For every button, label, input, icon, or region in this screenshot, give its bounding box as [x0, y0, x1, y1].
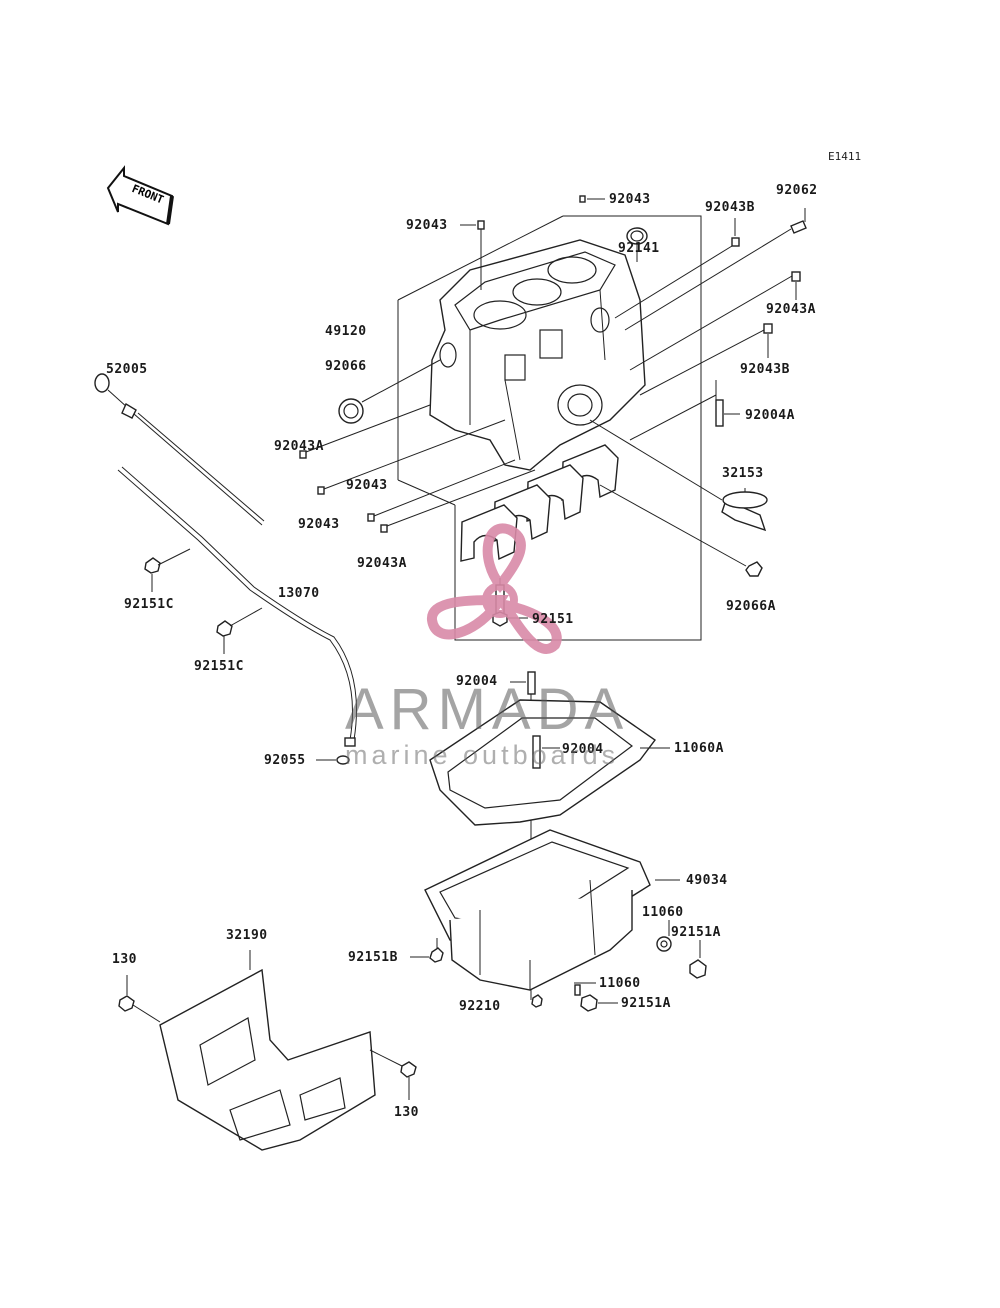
part-label: 92151C — [194, 659, 244, 674]
diagram-code: E1411 — [828, 150, 862, 163]
dipstick-52005 — [94, 373, 265, 526]
cylinder-block — [429, 239, 646, 471]
part-label: 92043B — [705, 200, 755, 215]
part-label: 32190 — [226, 928, 268, 943]
nut-92066A — [599, 484, 763, 577]
pipe-32153 — [589, 419, 768, 532]
part-label: 92151A — [671, 925, 721, 940]
watermark-propeller-icon — [427, 523, 562, 654]
bolt-130-a — [118, 975, 161, 1023]
part-label: 92062 — [776, 183, 818, 198]
part-label: 13070 — [278, 586, 320, 601]
part-label: 11060A — [674, 741, 724, 756]
oil-seal-92141 — [626, 227, 648, 262]
part-label: 92141 — [618, 241, 660, 256]
dipstick-tube-13070 — [117, 466, 357, 765]
part-label: 92043A — [357, 556, 407, 571]
part-label: 92043 — [346, 478, 388, 493]
bracket-32190 — [159, 950, 376, 1151]
part-label: 11060 — [642, 905, 684, 920]
bolt-92151C-b — [216, 607, 263, 654]
part-label: 11060 — [599, 976, 641, 991]
oil-seal-92066 — [338, 359, 441, 424]
watermark-tagline: marine outboards — [345, 740, 620, 770]
drain-plug-parts — [410, 920, 707, 1012]
part-label: 92066 — [325, 359, 367, 374]
part-label: 92043A — [766, 302, 816, 317]
part-label: 92043A — [274, 439, 324, 454]
part-label: 92151C — [124, 597, 174, 612]
part-label: 52005 — [106, 362, 148, 377]
oil-pan-49034 — [424, 829, 680, 991]
part-label: 92043 — [298, 517, 340, 532]
part-label: 92151 — [532, 612, 574, 627]
front-arrow-icon: FRONT — [106, 165, 174, 226]
part-label: 92043 — [609, 192, 651, 207]
bolt-92151C-a — [144, 548, 191, 592]
part-label: 130 — [112, 952, 137, 967]
part-label: 130 — [394, 1105, 419, 1120]
part-label: 32153 — [722, 466, 764, 481]
part-label: 92151B — [348, 950, 398, 965]
part-label: 92151A — [621, 996, 671, 1011]
part-label: 92210 — [459, 999, 501, 1014]
part-label: 92043 — [406, 218, 448, 233]
gasket-11060A — [429, 699, 670, 826]
part-label: 92004 — [456, 674, 498, 689]
part-label: 49034 — [686, 873, 728, 888]
part-label: 92066A — [726, 599, 776, 614]
part-label: 92043B — [740, 362, 790, 377]
dowel-pins — [299, 195, 807, 533]
part-label: 49120 — [325, 324, 367, 339]
watermark-brand: ARMADA — [345, 677, 630, 742]
part-label: 92004 — [562, 742, 604, 757]
part-label: 92004A — [745, 408, 795, 423]
part-label: 92055 — [264, 753, 306, 768]
bolt-130-b — [369, 1049, 417, 1100]
